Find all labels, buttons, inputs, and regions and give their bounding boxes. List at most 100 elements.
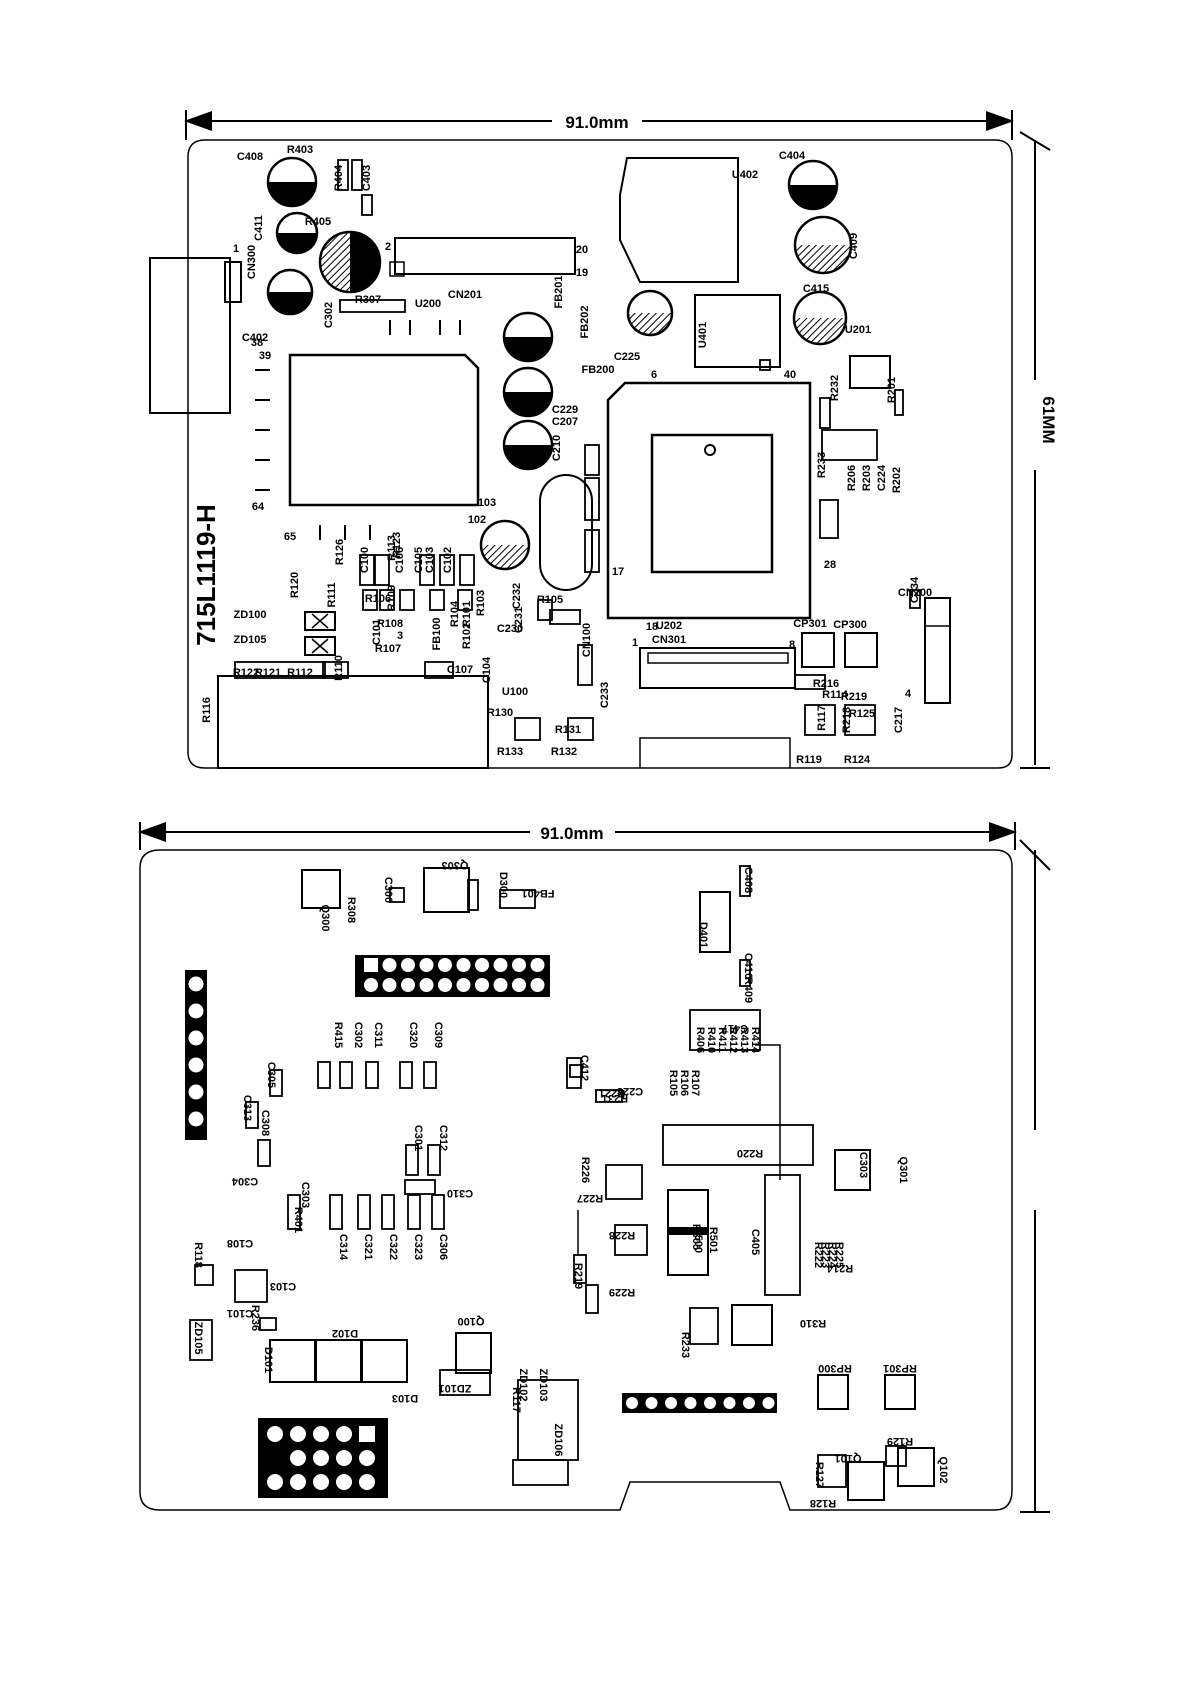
component-label: C104	[481, 656, 493, 683]
component-label: U401	[697, 322, 709, 348]
top-width-label: 91.0mm	[565, 113, 628, 132]
component-label: R132	[551, 746, 577, 758]
component-label: C303	[857, 1152, 869, 1178]
component-label: U402	[732, 169, 758, 181]
ic-left	[288, 353, 480, 507]
component-label: R214	[826, 1262, 853, 1274]
component-label: C312	[437, 1125, 449, 1151]
component-label: R107	[689, 1070, 701, 1096]
component-label: C234	[909, 576, 921, 603]
component-label: R307	[355, 294, 381, 306]
component-label: R120	[289, 572, 301, 598]
component-label: C231	[513, 607, 525, 633]
component-label: ZD105	[233, 634, 266, 646]
component-label: CP300	[833, 619, 867, 631]
pin-label: 64	[252, 501, 265, 513]
pin-label: 28	[824, 559, 836, 571]
pin-label: 8	[789, 639, 795, 651]
component-label: D103	[392, 1392, 418, 1404]
component-label: R105	[667, 1070, 679, 1096]
component-label: Q303	[442, 859, 469, 871]
component-label: C408	[742, 867, 754, 893]
component-label: R108	[377, 618, 403, 630]
pin-label: 103	[478, 497, 496, 509]
component-label: R221	[599, 1087, 625, 1099]
component-label: C302	[352, 1022, 364, 1048]
component-label: ZD106	[552, 1423, 564, 1456]
component-label: R106	[365, 593, 391, 605]
component-label: C228	[617, 1085, 643, 1097]
component-label: FB200	[581, 364, 614, 376]
component-label: C417	[722, 1022, 748, 1034]
component-label: C402	[242, 332, 268, 344]
component-label: R403	[287, 144, 313, 156]
component-label: C207	[552, 416, 578, 428]
component-label: C210	[551, 435, 563, 461]
component-label: ZD100	[233, 609, 266, 621]
component-label: R414	[749, 1027, 761, 1054]
component-label: CN300	[246, 245, 258, 279]
component-label: R305	[690, 1224, 702, 1250]
component-label: C415	[803, 283, 829, 295]
component-label: C101	[371, 619, 383, 645]
component-label: C310	[447, 1187, 473, 1199]
component-label: C320	[407, 1022, 419, 1048]
capacitor-group-top	[266, 156, 853, 571]
component-label: C323	[412, 1234, 424, 1260]
component-label: C321	[362, 1234, 374, 1260]
component-label: C311	[372, 1022, 384, 1048]
component-label: C232	[511, 583, 523, 609]
component-label: R102	[461, 623, 473, 649]
component-label: C411	[253, 215, 265, 241]
smd-pads-bottom	[189, 865, 907, 1488]
component-label: C103	[270, 1280, 296, 1292]
component-label: Q301	[897, 1157, 909, 1184]
component-label: R415	[332, 1022, 344, 1048]
component-label: R111	[326, 582, 338, 607]
component-label: R236	[249, 1305, 261, 1331]
component-label: R226	[579, 1157, 591, 1183]
component-label: FB100	[431, 617, 443, 650]
component-label: Q100	[458, 1315, 485, 1327]
component-label: FB202	[579, 305, 591, 338]
component-label: C300	[382, 877, 394, 903]
component-label: Q101	[835, 1452, 862, 1464]
top-height-label: 61MM	[1039, 396, 1058, 443]
component-label: R113	[386, 535, 398, 561]
component-label: R219	[841, 691, 867, 703]
component-label: R119	[796, 754, 822, 766]
component-label: CN200	[898, 587, 932, 599]
component-label: RP300	[818, 1362, 852, 1374]
component-label: C309	[432, 1022, 444, 1048]
bottom-board-outline	[139, 849, 1013, 1511]
component-label: U100	[502, 686, 528, 698]
component-label: R206	[846, 465, 858, 491]
component-label: C101	[227, 1307, 253, 1319]
component-label: R123	[391, 532, 403, 558]
component-label: C305	[265, 1062, 277, 1088]
component-label: D300	[497, 872, 509, 898]
component-label: C308	[259, 1110, 271, 1136]
component-label: R121	[255, 667, 281, 679]
component-label: R103	[475, 590, 487, 616]
component-label: R104	[449, 600, 461, 627]
component-label: R224	[826, 1242, 838, 1269]
component-label: R107	[375, 643, 401, 655]
pin-label: 102	[468, 514, 486, 526]
component-label: Q102	[937, 1457, 949, 1484]
component-label: C105	[413, 547, 425, 573]
component-label: C233	[599, 682, 611, 708]
component-label: U200	[415, 298, 441, 310]
component-label: R109	[386, 585, 398, 611]
component-label: C301	[412, 1125, 424, 1151]
component-label: Q300	[319, 905, 331, 932]
component-label: ZD102	[517, 1368, 529, 1401]
component-label: R411	[716, 1027, 728, 1053]
component-label: CN100	[581, 623, 593, 657]
component-label: R412	[727, 1027, 739, 1053]
component-label: R112	[287, 667, 313, 679]
component-label: RP301	[883, 1362, 917, 1374]
component-label: D102	[332, 1327, 358, 1339]
